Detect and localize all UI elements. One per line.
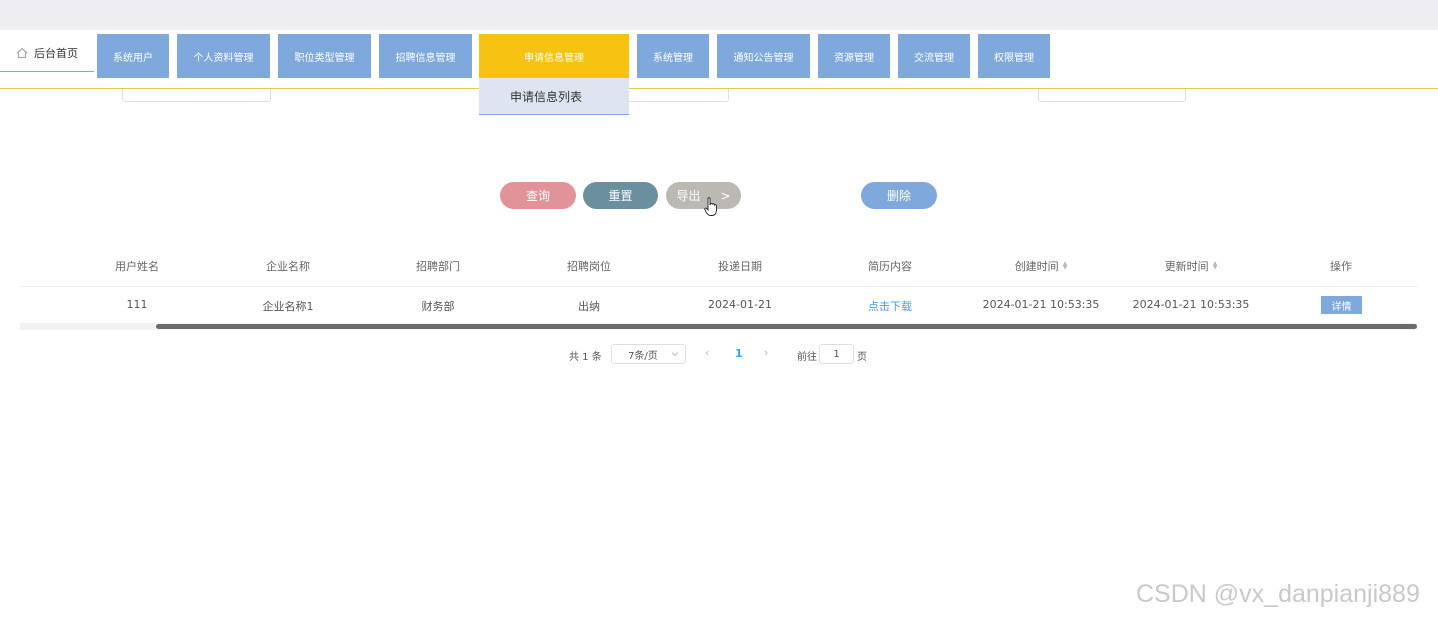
nav-item-system-users[interactable]: 系统用户 [97,34,169,78]
export-button[interactable]: 导出 > [666,182,741,209]
nav-item-permission-management[interactable]: 权限管理 [978,34,1050,78]
browser-top-strip [0,0,1438,30]
query-button[interactable]: 查询 [500,182,576,209]
page-size-select[interactable]: 7条/页 [611,344,686,364]
column-header-created-time[interactable]: 创建时间 ▲▼ [966,258,1116,274]
search-label-cut-2 [960,83,1016,91]
horizontal-scrollbar-thumb[interactable] [156,324,1417,329]
next-page-icon[interactable]: › [764,346,769,359]
nav-item-notice-management[interactable]: 通知公告管理 [717,34,810,78]
cell-created-time: 2024-01-21 10:53:35 [982,298,1100,311]
column-header-resume: 简历内容 [868,260,912,273]
watermark: CSDN @vx_danpianji889 [1136,580,1420,608]
sort-icon[interactable]: ▲▼ [1212,260,1218,271]
cell-updated-time: 2024-01-21 10:53:35 [1132,298,1250,311]
resume-download-link[interactable]: 点击下载 [868,300,912,313]
nav-item-communication-management[interactable]: 交流管理 [898,34,970,78]
column-header-created-label: 创建时间 [1014,260,1059,273]
column-header-submit-date: 投递日期 [718,260,762,273]
chevron-down-icon [671,352,679,357]
column-header-updated-label: 更新时间 [1164,260,1209,273]
export-arrow-icon: > [720,188,731,203]
nav-divider [0,88,1438,89]
cell-position: 出纳 [578,300,600,313]
page-size-value: 7条/页 [628,350,658,362]
nav-item-system-management[interactable]: 系统管理 [637,34,709,78]
prev-page-icon[interactable]: ‹ [705,346,710,359]
export-button-label: 导出 [676,189,701,203]
cell-user-name: 111 [126,298,148,311]
cell-company-name: 企业名称1 [262,300,314,313]
nav-item-recruitment-management[interactable]: 招聘信息管理 [379,34,472,78]
column-header-position: 招聘岗位 [567,260,611,273]
column-header-department: 招聘部门 [416,260,460,273]
cell-submit-date: 2024-01-21 [708,298,772,311]
pagination-total: 共 1 条 [569,352,602,363]
home-icon [16,47,28,58]
home-tab-label: 后台首页 [34,46,78,60]
column-header-updated-time[interactable]: 更新时间 ▲▼ [1116,258,1266,274]
column-header-company-name: 企业名称 [266,260,310,273]
page-number-current[interactable]: 1 [735,347,743,360]
search-field-position[interactable] [1038,89,1186,102]
search-label-cut [44,83,100,91]
column-header-user-name: 用户姓名 [115,260,159,273]
nav-item-resource-management[interactable]: 资源管理 [818,34,890,78]
page-unit-label: 页 [857,352,867,363]
reset-button[interactable]: 重置 [583,182,658,209]
goto-label: 前往 [797,352,817,363]
search-field-user-name[interactable] [122,89,271,102]
nav-item-job-type-management[interactable]: 职位类型管理 [278,34,371,78]
hand-cursor-icon [704,197,717,216]
detail-button[interactable]: 详情 [1321,296,1362,314]
column-header-actions: 操作 [1330,260,1352,273]
dropdown-item-application-list[interactable]: 申请信息列表 [479,78,629,115]
nav-item-application-management[interactable]: 申请信息管理 [479,34,629,78]
nav-item-profile-management[interactable]: 个人资料管理 [177,34,270,78]
cell-department: 财务部 [421,300,455,313]
delete-button[interactable]: 删除 [861,182,937,209]
sort-icon[interactable]: ▲▼ [1062,260,1068,271]
table-header-divider [20,286,1417,287]
home-tab[interactable]: 后台首页 [0,34,94,72]
goto-page-input[interactable]: 1 [819,344,854,364]
